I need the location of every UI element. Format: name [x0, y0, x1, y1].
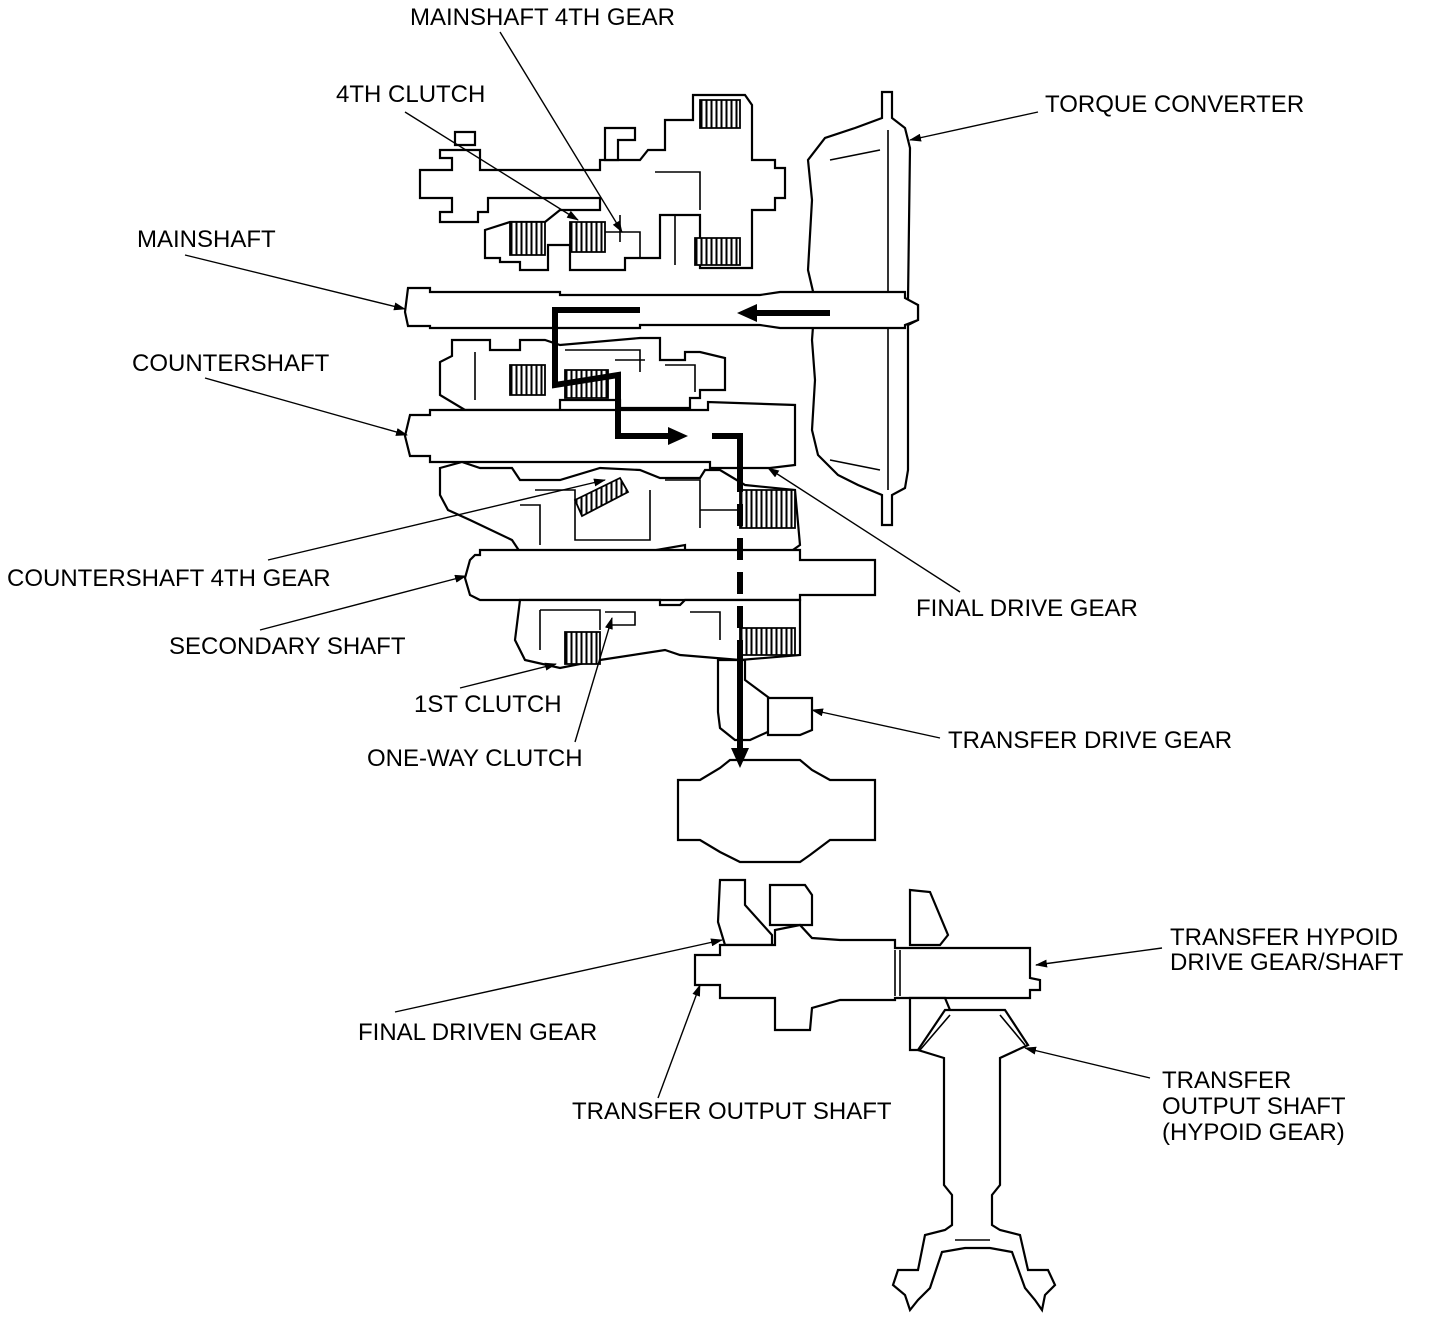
leader-transfer-output-shaft-hypoid: [1024, 1046, 1151, 1079]
transfer-output-shaft-hypoid: [891, 1008, 1057, 1313]
leader-transfer-drive-gear: [811, 708, 941, 739]
label-secondary-shaft: SECONDARY SHAFT: [169, 633, 406, 660]
label-mainshaft-4th-gear: MAINSHAFT 4TH GEAR: [410, 4, 675, 31]
label-countershaft: COUNTERSHAFT: [132, 350, 330, 377]
label-transfer-drive-gear: TRANSFER DRIVE GEAR: [948, 727, 1232, 754]
leader-transfer-hypoid-drive-gear: [1035, 947, 1163, 968]
secondary-lower-assembly: [513, 598, 802, 670]
leader-1st-clutch: [459, 662, 557, 689]
label-transfer-hypoid-line-2: DRIVE GEAR/SHAFT: [1170, 949, 1404, 976]
label-final-drive-gear: FINAL DRIVE GEAR: [916, 595, 1138, 622]
label-4th-clutch: 4TH CLUTCH: [336, 81, 485, 108]
mainshaft-assembly: [418, 93, 787, 272]
secondary-shaft: [463, 548, 877, 602]
transfer-drive-gear: [716, 658, 814, 742]
leader-transfer-output-shaft: [657, 984, 701, 1099]
label-transfer-output-hypoid-line-2: OUTPUT SHAFT: [1162, 1093, 1346, 1120]
differential-housing: [676, 758, 877, 864]
label-torque-converter: TORQUE CONVERTER: [1045, 91, 1304, 118]
label-final-driven-gear: FINAL DRIVEN GEAR: [358, 1019, 597, 1046]
secondary-upper-assembly: [438, 460, 802, 554]
leader-final-driven-gear: [394, 938, 723, 1013]
label-transfer-output-hypoid-line-1: TRANSFER: [1162, 1067, 1291, 1094]
leader-mainshaft-4th-gear: [499, 31, 623, 233]
mainshaft: [403, 286, 920, 330]
countershaft-assembly: [438, 336, 727, 412]
label-transfer-output-shaft: TRANSFER OUTPUT SHAFT: [572, 1098, 892, 1125]
leader-countershaft-4th-gear: [267, 478, 606, 561]
leader-lines: [184, 31, 1163, 1099]
transfer-output-section: [693, 878, 1042, 1032]
leader-torque-converter: [909, 111, 1039, 142]
label-1st-clutch: 1ST CLUTCH: [414, 691, 562, 718]
leader-mainshaft: [184, 254, 406, 311]
leader-4th-clutch: [404, 111, 579, 221]
leader-one-way-clutch: [574, 617, 613, 743]
leader-secondary-shaft: [259, 574, 467, 631]
leader-countershaft: [204, 377, 408, 436]
label-countershaft-4th-gear: COUNTERSHAFT 4TH GEAR: [7, 565, 331, 592]
labels: MAINSHAFT 4TH GEAR 4TH CLUTCH TORQUE CON…: [7, 4, 1404, 1146]
label-transfer-output-hypoid-line-3: (HYPOID GEAR): [1162, 1119, 1345, 1146]
label-mainshaft: MAINSHAFT: [137, 226, 276, 253]
leader-final-drive-gear: [767, 467, 961, 593]
label-one-way-clutch: ONE-WAY CLUTCH: [367, 745, 583, 772]
label-transfer-hypoid-line-1: TRANSFER HYPOID: [1170, 924, 1398, 951]
power-flow-path: [552, 304, 830, 768]
